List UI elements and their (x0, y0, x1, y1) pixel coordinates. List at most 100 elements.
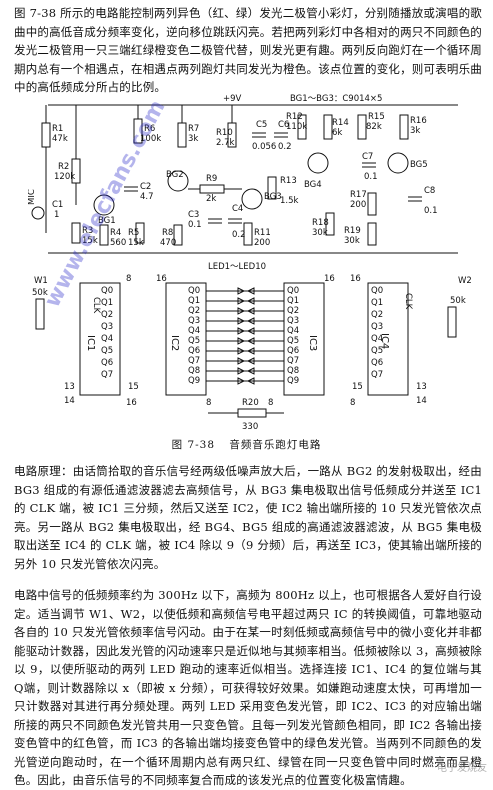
r18-value: 30k (312, 228, 328, 238)
c7-label: C7 (362, 152, 373, 162)
pin-label: 8 (350, 398, 355, 408)
ic4-q-labels: Q0 Q1 Q2 Q3 Q4 Q5 Q6 Q7 (371, 286, 383, 380)
led-label: LED1～LED10 (208, 262, 266, 272)
ic4-q7: Q7 (371, 370, 383, 380)
ic3-q6: Q6 (287, 346, 299, 356)
r18-label: R18 (312, 218, 329, 228)
r20-value: 330 (242, 422, 258, 432)
c7-value: 0.1 (364, 172, 378, 182)
r8-value: 470 (160, 238, 176, 248)
r17-label: R17 (350, 190, 367, 200)
c8-label: C8 (424, 186, 435, 196)
w1-label: W1 (34, 276, 48, 286)
led-diode-icon (237, 287, 246, 295)
resistor-r7 (177, 122, 187, 148)
ic1-clk-label: CLK (91, 297, 101, 314)
c4-value: 0.2 (232, 230, 246, 240)
bg2-label: BG2 (166, 170, 184, 180)
led-diode-icon (246, 367, 255, 375)
ic3-q4: Q4 (287, 326, 299, 336)
resistor-r9 (199, 184, 225, 194)
c1-label: C1 (52, 200, 63, 210)
pin-label: 8 (126, 274, 131, 284)
r1-value: 47k (52, 134, 68, 144)
resistor-r13 (267, 176, 277, 200)
led-diode-icon (237, 357, 246, 365)
r2-value: 120k (54, 172, 75, 182)
led-diode-icon (246, 327, 255, 335)
ic1-q6: Q6 (101, 358, 113, 368)
led-diode-icon (237, 367, 246, 375)
ic3-q3: Q3 (287, 316, 299, 326)
intro-paragraph: 图 7-38 所示的电路能控制两列异色（红、绿）发光二极管小彩灯，分别随播放或演… (14, 6, 482, 94)
r9-value: 2k (206, 194, 216, 204)
ic2-q2: Q2 (188, 306, 200, 316)
c8-value: 0.1 (424, 206, 438, 216)
resistor-r5 (135, 222, 145, 244)
bg5-label: BG5 (410, 160, 428, 170)
resistor-r8 (173, 224, 183, 246)
ic1-q2: Q2 (101, 310, 113, 320)
ic2-q5: Q5 (188, 336, 200, 346)
r9-label: R9 (206, 174, 217, 184)
pin-label: 16 (350, 274, 361, 284)
transistor-bg2 (167, 170, 189, 192)
ic1-q5: Q5 (101, 346, 113, 356)
resistor-r18 (325, 212, 335, 236)
pin-label: 16 (324, 274, 335, 284)
ic3-q-labels: Q0 Q1 Q2 Q3 Q4 Q5 Q6 Q7 Q8 Q9 (287, 286, 299, 386)
resistor-r19 (367, 222, 377, 246)
ic2-q8: Q8 (188, 366, 200, 376)
ic2-q0: Q0 (188, 286, 200, 296)
ic4-q0: Q0 (371, 286, 383, 296)
ic1-q-labels: Q0 Q1 Q2 Q3 Q4 Q5 Q6 Q7 (101, 286, 113, 380)
ic2-q9: Q9 (188, 376, 200, 386)
led-diode-icon (237, 377, 246, 385)
ic4-q1: Q1 (371, 298, 383, 308)
ic4-q6: Q6 (371, 358, 383, 368)
led-diode-icon (246, 297, 255, 305)
led-diode-icon (237, 327, 246, 335)
r3-label: R3 (82, 226, 93, 236)
ic1-label: IC1 (85, 335, 96, 351)
r12-value: 110k (286, 122, 307, 132)
led-diode-icon (246, 337, 255, 345)
w2-label: W2 (458, 276, 472, 286)
ic1-q0: Q0 (101, 286, 113, 296)
ic2-label: IC2 (169, 335, 180, 351)
r19-label: R19 (344, 226, 361, 236)
ic3-q7: Q7 (287, 356, 299, 366)
figure-caption: 图 7-38 音频音乐跑灯电路 (0, 437, 493, 452)
r3-value: 15k (82, 236, 98, 246)
ic1-q7: Q7 (101, 370, 113, 380)
led-array (206, 287, 284, 385)
led-diode-icon (237, 347, 246, 355)
microphone-icon (31, 206, 45, 220)
pin-label: 15 (352, 382, 363, 392)
pin-label: 13 (416, 382, 427, 392)
pin-label: 15 (128, 382, 139, 392)
ic1-q4: Q4 (101, 334, 113, 344)
resistor-r12 (297, 114, 307, 140)
r20-label: R20 (242, 398, 259, 408)
circuit-diagram: +9V BG1～BG3：C9014×5 R1 47k R2 120k R3 15… (28, 94, 472, 432)
ic2-q7: Q7 (188, 356, 200, 366)
r10-label: R10 (216, 128, 233, 138)
led-diode-icon (246, 377, 255, 385)
c5-value: 0.056 (252, 142, 276, 152)
led-diode-icon (237, 297, 246, 305)
ic4-clk-label: CLK (403, 293, 413, 310)
r7-label: R7 (188, 124, 199, 134)
ic3-q0: Q0 (287, 286, 299, 296)
supply-label: +9V (223, 94, 242, 104)
r10-value: 2.7k (216, 138, 235, 148)
figure-number: 图 7-38 (171, 439, 216, 451)
resistor-r14 (323, 114, 333, 140)
principle-paragraph: 电路原理：由话筒拾取的音乐信号经两级低噪声放大后，一路从 BG2 的发射极取出，… (14, 464, 482, 571)
potentiometer-w2 (447, 306, 457, 338)
c3-value: 0.1 (188, 220, 202, 230)
detail-paragraph: 电路中信号的低频频率约为 300Hz 以下，高频为 800Hz 以上，也可根据各… (14, 588, 482, 787)
r2-label: R2 (58, 162, 69, 172)
resistor-r20 (237, 408, 267, 418)
led-diode-icon (246, 287, 255, 295)
